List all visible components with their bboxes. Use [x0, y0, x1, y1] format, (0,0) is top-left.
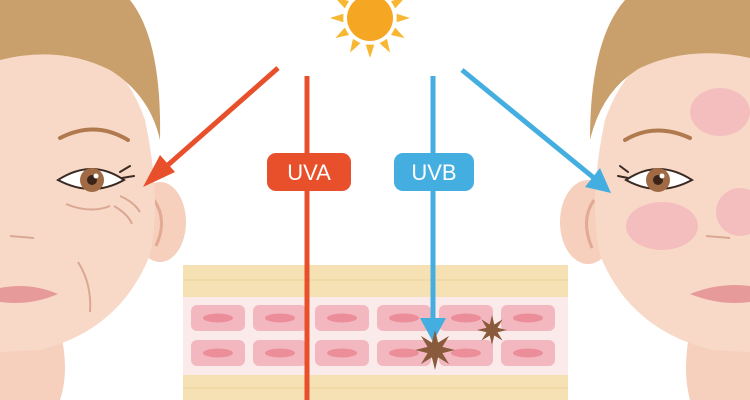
- dermis-cell: [377, 305, 431, 331]
- uvb-label: UVB: [411, 160, 456, 185]
- uvb-ray: UVB: [394, 68, 611, 342]
- uva-arrow-icon: [143, 155, 175, 187]
- dermis-cell: [315, 340, 369, 366]
- left-face-skin: [0, 36, 155, 353]
- left-mouth: [0, 286, 58, 303]
- uvb-badge: UVB: [394, 153, 474, 191]
- right-blush-upper: [690, 88, 750, 136]
- dermis-cell: [501, 340, 555, 366]
- uva-arrow-shaft: [158, 66, 280, 174]
- dermis-cell: [439, 340, 493, 366]
- dermis-cell: [377, 340, 431, 366]
- left-hair: [0, 0, 161, 140]
- dermis-cell: [191, 340, 245, 366]
- dermis-cell: [501, 305, 555, 331]
- dermis-cells: [191, 305, 555, 366]
- right-hair: [590, 0, 750, 140]
- uvb-arrow-icon: [585, 168, 611, 193]
- damage-spot-icon: [415, 330, 455, 370]
- right-mouth: [690, 285, 750, 303]
- uva-label: UVA: [287, 160, 331, 185]
- skin-cross-section: [183, 265, 568, 400]
- dermis-cell: [439, 305, 493, 331]
- dermis-cell: [253, 340, 307, 366]
- dermis-cell: [253, 305, 307, 331]
- uva-ray: UVA: [143, 66, 351, 400]
- right-blush-cheek: [626, 202, 698, 250]
- left-face-aged: [0, 0, 186, 400]
- epidermis-layer-top: [183, 265, 568, 297]
- dermis-cell: [315, 305, 369, 331]
- sun-icon: [330, 0, 410, 58]
- uvb-arrow-down-icon: [420, 318, 446, 342]
- damage-spot-icon: [477, 315, 507, 345]
- uva-badge: UVA: [267, 153, 351, 191]
- right-face-sunburn: [560, 0, 750, 400]
- dermis-cell: [191, 305, 245, 331]
- right-blush-far: [716, 188, 750, 236]
